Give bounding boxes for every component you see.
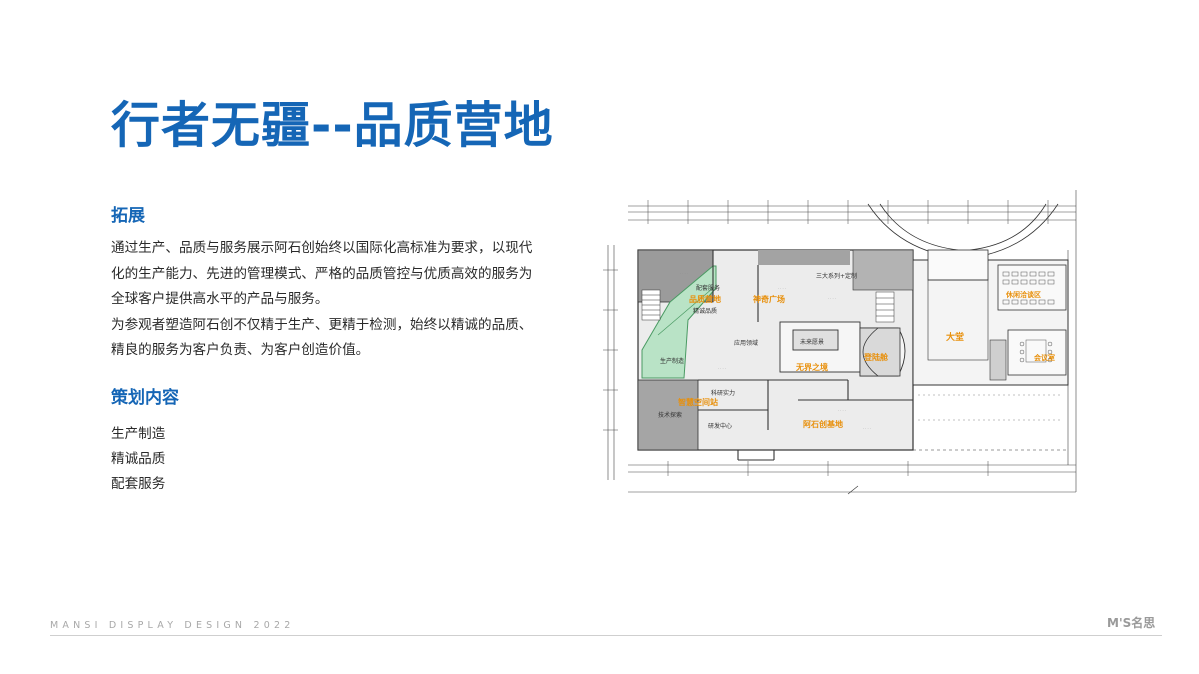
zone-label: 科研实力 [711, 389, 735, 397]
section-heading-expand: 拓展 [111, 206, 145, 226]
zone-label: 智慧空间站 [678, 397, 718, 407]
description-line: 化的生产能力、先进的管理模式、严格的品质管控与优质高效的服务为 [111, 265, 533, 282]
list-item: 配套服务 [111, 476, 166, 492]
svg-text:· · · ·: · · · · [828, 297, 836, 301]
description-paragraph: 通过生产、品质与服务展示阿石创始终以国际化高标准为要求，以现代 化的生产能力、先… [111, 236, 566, 364]
zone-label: 研发中心 [708, 422, 732, 430]
list-item: 生产制造 [111, 426, 166, 442]
description-line: 全球客户提供高水平的产品与服务。 [111, 291, 329, 307]
svg-text:· · · ·: · · · · [718, 367, 726, 371]
svg-text:· · · ·: · · · · [778, 287, 786, 291]
description-line: 通过生产、品质与服务展示阿石创始终以国际化高标准为要求，以现代 [111, 240, 533, 256]
description-line: 为参观者塑造阿石创不仅精于生产、更精于检测，始终以精诚的品质、 [111, 316, 533, 333]
svg-text:· · · ·: · · · · [680, 272, 688, 276]
floor-plan: 品质营地 神奇广场 无界之境 登陆舱 大堂 智慧空间站 阿石创基地 休闲洽谈区 … [603, 190, 1077, 495]
zone-label: 神奇广场 [753, 294, 785, 304]
zone-label: 配套服务 [696, 284, 720, 292]
zone-label: 登陆舱 [863, 352, 889, 362]
page-title: 行者无疆--品质营地 [111, 97, 554, 154]
zone-label: 无界之境 [795, 362, 828, 372]
section-heading-planning: 策划内容 [111, 388, 179, 408]
zone-label: 休闲洽谈区 [1005, 290, 1041, 299]
zone-label: 大堂 [946, 331, 964, 343]
zone-label: 品质营地 [689, 294, 721, 304]
zone-label: 应用领域 [734, 339, 758, 347]
svg-text:· · · ·: · · · · [838, 409, 846, 413]
zone-label: 生产制造 [660, 357, 684, 365]
company-logo: M'S名思 [1107, 616, 1156, 630]
zone-label: 会议室 [1034, 353, 1055, 362]
description-line: 精良的服务为客户负责、为客户创造价值。 [111, 342, 370, 358]
planning-list: 生产制造 精诚品质 配套服务 [111, 422, 165, 497]
zone-label: 精诚品质 [693, 307, 717, 315]
zone-label: 未来愿景 [800, 338, 824, 346]
svg-text:· · · ·: · · · · [863, 427, 871, 431]
zone-label: 三大系列+定制 [816, 272, 857, 280]
list-item: 精诚品质 [111, 451, 166, 467]
footer-divider [50, 635, 1162, 636]
zone-label: 技术探索 [658, 411, 682, 419]
footer-brand-text: MANSI DISPLAY DESIGN 2022 [50, 620, 295, 631]
zone-label: 阿石创基地 [803, 419, 843, 429]
